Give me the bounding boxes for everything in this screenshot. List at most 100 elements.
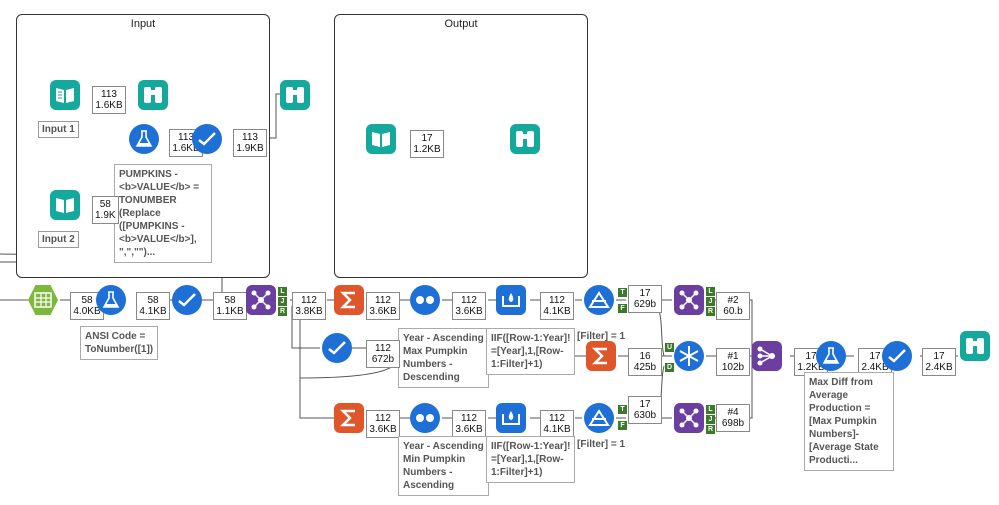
record-badge-join2: #2 60.b xyxy=(716,292,750,320)
anno-line: =[Year],1,[Row- xyxy=(491,454,564,465)
join-tool-2[interactable] xyxy=(674,285,704,315)
anno-line: [Filter] = 1 xyxy=(577,331,626,342)
join-port-l[interactable]: L xyxy=(278,287,287,296)
binoculars-icon xyxy=(966,338,984,354)
join-tool-1[interactable] xyxy=(246,285,276,315)
badge-size: 672b xyxy=(371,354,395,365)
binoculars-icon xyxy=(516,131,534,147)
formula-tool-1[interactable] xyxy=(129,124,159,154)
badge-size: 4.1KB xyxy=(543,424,571,435)
anno-line: ",","")... xyxy=(119,247,156,258)
badge-count: 17 xyxy=(933,351,945,362)
multirow-formula-tool-1[interactable] xyxy=(496,285,526,315)
join3-port-j[interactable]: J xyxy=(706,415,715,424)
record-badge-out-in: 17 1.2KB xyxy=(410,130,444,158)
filter-triangle-icon xyxy=(588,291,610,308)
browse-tool-2[interactable] xyxy=(280,80,310,110)
anno-line: Producti... xyxy=(809,455,858,466)
select-tool-3[interactable] xyxy=(322,333,352,363)
select-tool-4[interactable] xyxy=(882,341,912,371)
union-tool[interactable] xyxy=(752,341,782,371)
join2-port-r[interactable]: R xyxy=(706,307,715,316)
text-to-columns-tool[interactable] xyxy=(28,285,58,315)
badge-size: 1.9KB xyxy=(236,143,264,154)
input-data-tool-2[interactable] xyxy=(50,190,80,220)
join3-port-l[interactable]: L xyxy=(706,405,715,414)
anno-line: Max Pumpkin xyxy=(403,346,468,357)
badge-count: 17 xyxy=(421,133,433,144)
join-port-j[interactable]: J xyxy=(278,297,287,306)
record-badge-multirow3: 112 4.1KB xyxy=(540,410,574,438)
anno-line: =[Year],1,[Row- xyxy=(491,346,564,357)
record-badge-join3: #4 698b xyxy=(716,404,750,432)
filter3-port-t[interactable]: T xyxy=(618,405,627,414)
filter-tool-3[interactable] xyxy=(584,403,614,433)
flask-icon xyxy=(135,130,153,147)
sigma-icon xyxy=(592,347,607,365)
union-port-d[interactable]: D xyxy=(665,363,674,372)
checkmark-icon xyxy=(328,341,346,355)
anno-line: Year - Ascending xyxy=(403,333,484,344)
badge-count: #2 xyxy=(727,295,739,306)
filter1-port-f[interactable]: F xyxy=(618,304,627,313)
badge-size: 1.6KB xyxy=(95,100,123,111)
filter-tool-1[interactable] xyxy=(584,285,614,315)
anno-line: (Replace xyxy=(119,208,161,219)
badge-count: 58 xyxy=(99,199,111,210)
union-port-u[interactable]: U xyxy=(665,343,674,352)
anno-line: <b>VALUE</b> = xyxy=(119,182,200,193)
badge-size: 1.1KB xyxy=(216,306,244,317)
anno-line: 1:Filter]+1) xyxy=(491,359,543,370)
flask-icon xyxy=(822,347,840,364)
select-tool-2[interactable] xyxy=(172,285,202,315)
input-data-tool-output[interactable] xyxy=(366,124,396,154)
browse-tool-output[interactable] xyxy=(510,124,540,154)
max-diff-annotation: Max Diff from Average Production = [Max … xyxy=(804,372,894,471)
record-badge-union: #1 102b xyxy=(716,348,750,376)
anno-line: Average xyxy=(809,390,849,401)
sort-tool-1[interactable] xyxy=(410,285,440,315)
browse-tool-1[interactable] xyxy=(138,80,168,110)
dots-icon xyxy=(416,296,434,304)
badge-size: 4.1KB xyxy=(543,306,571,317)
sort-tool-3[interactable] xyxy=(410,403,440,433)
browse-tool-final[interactable] xyxy=(960,331,990,361)
join-tool-3[interactable] xyxy=(674,403,704,433)
record-badge-filter1: 17 629b xyxy=(628,285,662,313)
input-data-tool-1[interactable] xyxy=(50,80,80,110)
badge-count: 17 xyxy=(639,399,651,410)
multirow-formula-tool-3[interactable] xyxy=(496,403,526,433)
checkmark-icon xyxy=(178,293,196,307)
badge-count: 112 xyxy=(375,413,391,424)
badge-size: 698b xyxy=(721,418,745,429)
badge-count: 112 xyxy=(549,413,565,424)
formula-tool-3[interactable] xyxy=(816,341,846,371)
filter3-port-f[interactable]: F xyxy=(618,421,627,430)
append-fields-tool[interactable] xyxy=(674,341,704,371)
ansi-code-annotation: ANSI Code = ToNumber([1]) xyxy=(80,326,159,360)
badge-size: 1.6KB xyxy=(172,143,200,154)
summarize-tool-3[interactable] xyxy=(334,403,364,433)
iif-top-annotation: IIF([Row-1:Year]! =[Year],1,[Row- 1:Filt… xyxy=(486,328,576,375)
anno-line: PUMPKINS - xyxy=(119,169,178,180)
badge-size: 630b xyxy=(633,410,657,421)
join2-port-j[interactable]: J xyxy=(706,297,715,306)
anno-line: Min Pumpkin xyxy=(403,454,466,465)
join-icon xyxy=(679,290,699,310)
summarize-tool-2[interactable] xyxy=(586,341,616,371)
join2-port-l[interactable]: L xyxy=(706,287,715,296)
join3-port-r[interactable]: R xyxy=(706,425,715,434)
filter-bottom-annotation: [Filter] = 1 xyxy=(577,438,626,451)
join-port-r[interactable]: R xyxy=(278,307,287,316)
badge-size: 60.b xyxy=(723,306,743,317)
summarize-tool-1[interactable] xyxy=(334,285,364,315)
filter1-port-t[interactable]: T xyxy=(618,288,627,297)
binoculars-icon xyxy=(286,87,304,103)
record-badge-id1: 112 3.6KB xyxy=(452,292,486,320)
anno-line: [Average State xyxy=(809,442,879,453)
formula-tool-2[interactable] xyxy=(96,285,126,315)
badge-size: 1.2KB xyxy=(413,144,441,155)
badge-count: 112 xyxy=(375,343,391,354)
select-tool-1[interactable] xyxy=(192,124,222,154)
